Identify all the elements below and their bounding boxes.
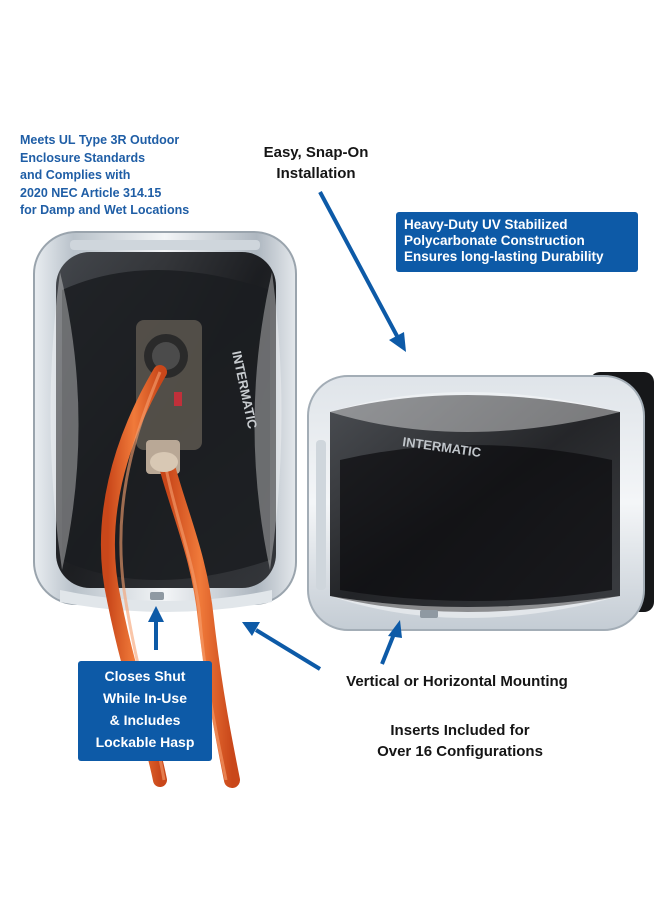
snap-on-callout: Easy, Snap-On Installation — [248, 142, 384, 184]
mounting-callout: Vertical or Horizontal Mounting — [322, 671, 592, 692]
shut-line-3: & Includes — [109, 712, 181, 728]
ul-line-5: for Damp and Wet Locations — [20, 203, 190, 217]
uv-line-2: Polycarbonate Construction — [404, 233, 585, 248]
shut-line-4: Lockable Hasp — [95, 734, 195, 750]
inserts-callout: Inserts Included for Over 16 Configurati… — [338, 720, 582, 762]
ul-line-2: Enclosure Standards — [20, 150, 146, 165]
uv-line-1: Heavy-Duty UV Stabilized — [404, 217, 568, 232]
snap-on-line-1: Easy, Snap-On — [263, 144, 369, 161]
ul-line-1: Meets UL Type 3R Outdoor — [20, 133, 180, 147]
mounting-text: Vertical or Horizontal Mounting — [346, 673, 568, 690]
vertical-cover: INTERMATIC — [33, 231, 297, 612]
shut-line-1: Closes Shut — [104, 668, 186, 684]
horizontal-cover: INTERMATIC — [307, 372, 654, 631]
uv-line-3: Ensures long-lasting Durability — [404, 249, 604, 264]
snap-on-line-2: Installation — [276, 165, 356, 182]
inserts-line-2: Over 16 Configurations — [377, 743, 543, 760]
inserts-line-1: Inserts Included for — [390, 722, 530, 739]
ul-line-3: and Complies with — [20, 168, 131, 182]
uv-durability-badge: Heavy-Duty UV Stabilized Polycarbonate C… — [396, 212, 638, 272]
callout-arrows — [148, 191, 406, 671]
ul-line-4: 2020 NEC Article 314.15 — [20, 185, 162, 200]
shut-line-2: While In-Use — [102, 690, 187, 706]
closes-shut-badge: Closes Shut While In-Use & Includes Lock… — [78, 661, 212, 761]
ul-standard-callout: Meets UL Type 3R Outdoor Enclosure Stand… — [20, 132, 230, 220]
